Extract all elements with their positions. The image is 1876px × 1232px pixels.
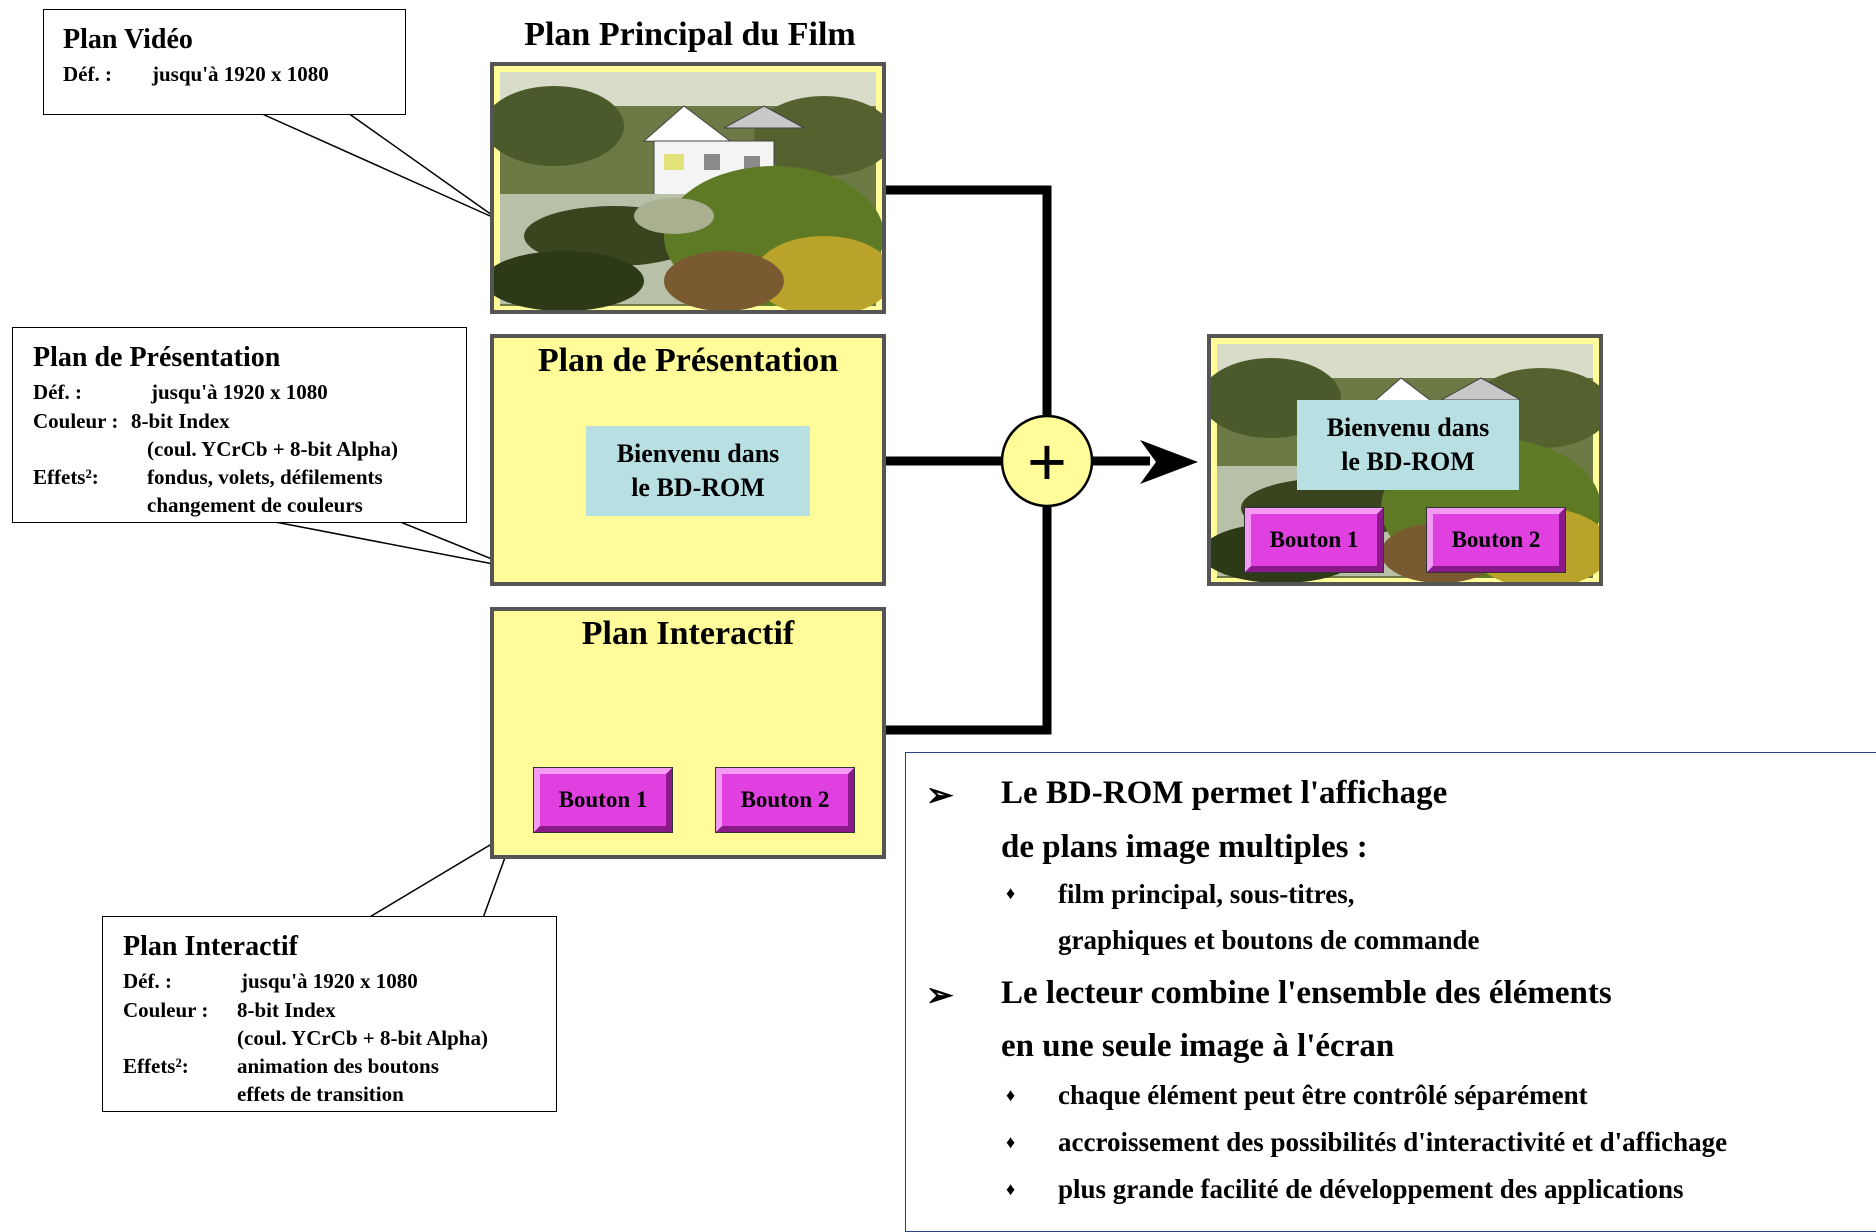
presentation-color-label: Couleur : xyxy=(33,409,119,433)
presentation-plane-title: Plan de Présentation xyxy=(537,342,839,379)
plus-symbol: + xyxy=(1027,424,1067,500)
video-to-combiner-line xyxy=(886,185,1052,421)
main-film-title: Plan Principal du Film xyxy=(524,16,856,53)
presentation-effects-label: Effets²: xyxy=(33,465,99,489)
result-welcome-line-2: le BD-ROM xyxy=(1341,447,1475,476)
interactive-callout-title: Plan Interactif xyxy=(123,931,298,962)
bullet-text-box: ➢ Le BD-ROM permet l'affichage de plans … xyxy=(905,752,1876,1232)
point-1-line-1: Le BD-ROM permet l'affichage xyxy=(1001,775,1448,811)
point-2-sub-2: accroissement des possibilités d'interac… xyxy=(1058,1127,1728,1157)
interactive-plane-title: Plan Interactif xyxy=(581,615,795,652)
point-2-line-2: en une seule image à l'écran xyxy=(1001,1028,1395,1064)
interactive-effects-detail: effets de transition xyxy=(237,1082,404,1106)
interactive-color-label: Couleur : xyxy=(123,998,209,1022)
interactive-def-label: Déf. : xyxy=(123,969,172,993)
interactive-effects-value: animation des boutons xyxy=(237,1054,439,1078)
result-button-2-label: Bouton 2 xyxy=(1451,527,1541,552)
point-2-line-1: Le lecteur combine l'ensemble des élémen… xyxy=(1001,975,1612,1011)
interactive-plane: Plan Interactif Bouton 1 Bouton 2 xyxy=(490,607,886,859)
point-1-line-2: de plans image multiples : xyxy=(1001,829,1368,865)
diamond-bullet-icon: ♦ xyxy=(1006,1179,1016,1199)
presentation-def-value: jusqu'à 1920 x 1080 xyxy=(151,380,328,404)
diamond-bullet-icon: ♦ xyxy=(1006,1085,1016,1105)
bullet-arrow-icon: ➢ xyxy=(926,778,954,814)
interactive-color-detail: (coul. YCrCb + 8-bit Alpha) xyxy=(237,1026,488,1050)
presentation-plane: Plan de Présentation Bienvenu dans le BD… xyxy=(490,334,886,586)
interactive-to-combiner-line xyxy=(886,502,1052,735)
button-1[interactable]: Bouton 1 xyxy=(533,767,673,833)
landscape-image xyxy=(494,72,882,310)
presentation-def-label: Déf. : xyxy=(33,380,82,404)
welcome-line-2: le BD-ROM xyxy=(631,473,765,502)
point-1-sub-1-line-2: graphiques et boutons de commande xyxy=(1058,925,1480,955)
diamond-bullet-icon: ♦ xyxy=(1006,1132,1016,1152)
button-2-label: Bouton 2 xyxy=(740,787,830,812)
result-button-2[interactable]: Bouton 2 xyxy=(1426,507,1566,573)
point-2-sub-3: plus grande facilité de développement de… xyxy=(1058,1174,1684,1204)
video-callout-def-value: jusqu'à 1920 x 1080 xyxy=(152,62,329,86)
interactive-color-value: 8-bit Index xyxy=(237,998,336,1022)
presentation-callout: Plan de Présentation Déf. : jusqu'à 1920… xyxy=(12,327,467,523)
diamond-bullet-icon: ♦ xyxy=(1006,883,1016,903)
button-1-label: Bouton 1 xyxy=(558,787,648,812)
video-callout: Plan Vidéo Déf. : jusqu'à 1920 x 1080 xyxy=(43,9,406,115)
result-button-1[interactable]: Bouton 1 xyxy=(1244,507,1384,573)
result-button-1-label: Bouton 1 xyxy=(1269,527,1359,552)
video-callout-def-label: Déf. : xyxy=(63,62,112,86)
presentation-callout-pointer xyxy=(269,520,515,569)
arrow-head-icon xyxy=(1140,440,1198,484)
video-callout-pointer xyxy=(259,112,500,221)
point-2-sub-1: chaque élément peut être contrôlé séparé… xyxy=(1058,1080,1588,1110)
interactive-def-value: jusqu'à 1920 x 1080 xyxy=(241,969,418,993)
result-welcome-line-1: Bienvenu dans xyxy=(1326,413,1490,442)
welcome-line-1: Bienvenu dans xyxy=(616,439,780,468)
presentation-callout-title: Plan de Présentation xyxy=(33,342,281,373)
presentation-effects-detail: changement de couleurs xyxy=(147,493,363,517)
result-image: Bienvenu dans le BD-ROM Bouton 1 Bouton … xyxy=(1207,334,1603,586)
plus-circle-icon xyxy=(1000,414,1094,508)
presentation-effects-value: fondus, volets, défilements xyxy=(147,465,383,489)
button-2[interactable]: Bouton 2 xyxy=(715,767,855,833)
presentation-color-detail: (coul. YCrCb + 8-bit Alpha) xyxy=(147,437,398,461)
point-1-sub-1-line-1: film principal, sous-titres, xyxy=(1058,879,1355,909)
interactive-callout: Plan Interactif Déf. : jusqu'à 1920 x 10… xyxy=(102,916,557,1112)
video-plane-image xyxy=(490,62,886,314)
video-callout-title: Plan Vidéo xyxy=(63,24,193,55)
bullet-arrow-icon: ➢ xyxy=(926,978,954,1014)
welcome-box: Bienvenu dans le BD-ROM xyxy=(586,426,810,516)
presentation-color-value: 8-bit Index xyxy=(131,409,230,433)
result-welcome-box: Bienvenu dans le BD-ROM xyxy=(1297,400,1519,490)
interactive-effects-label: Effets²: xyxy=(123,1054,189,1078)
